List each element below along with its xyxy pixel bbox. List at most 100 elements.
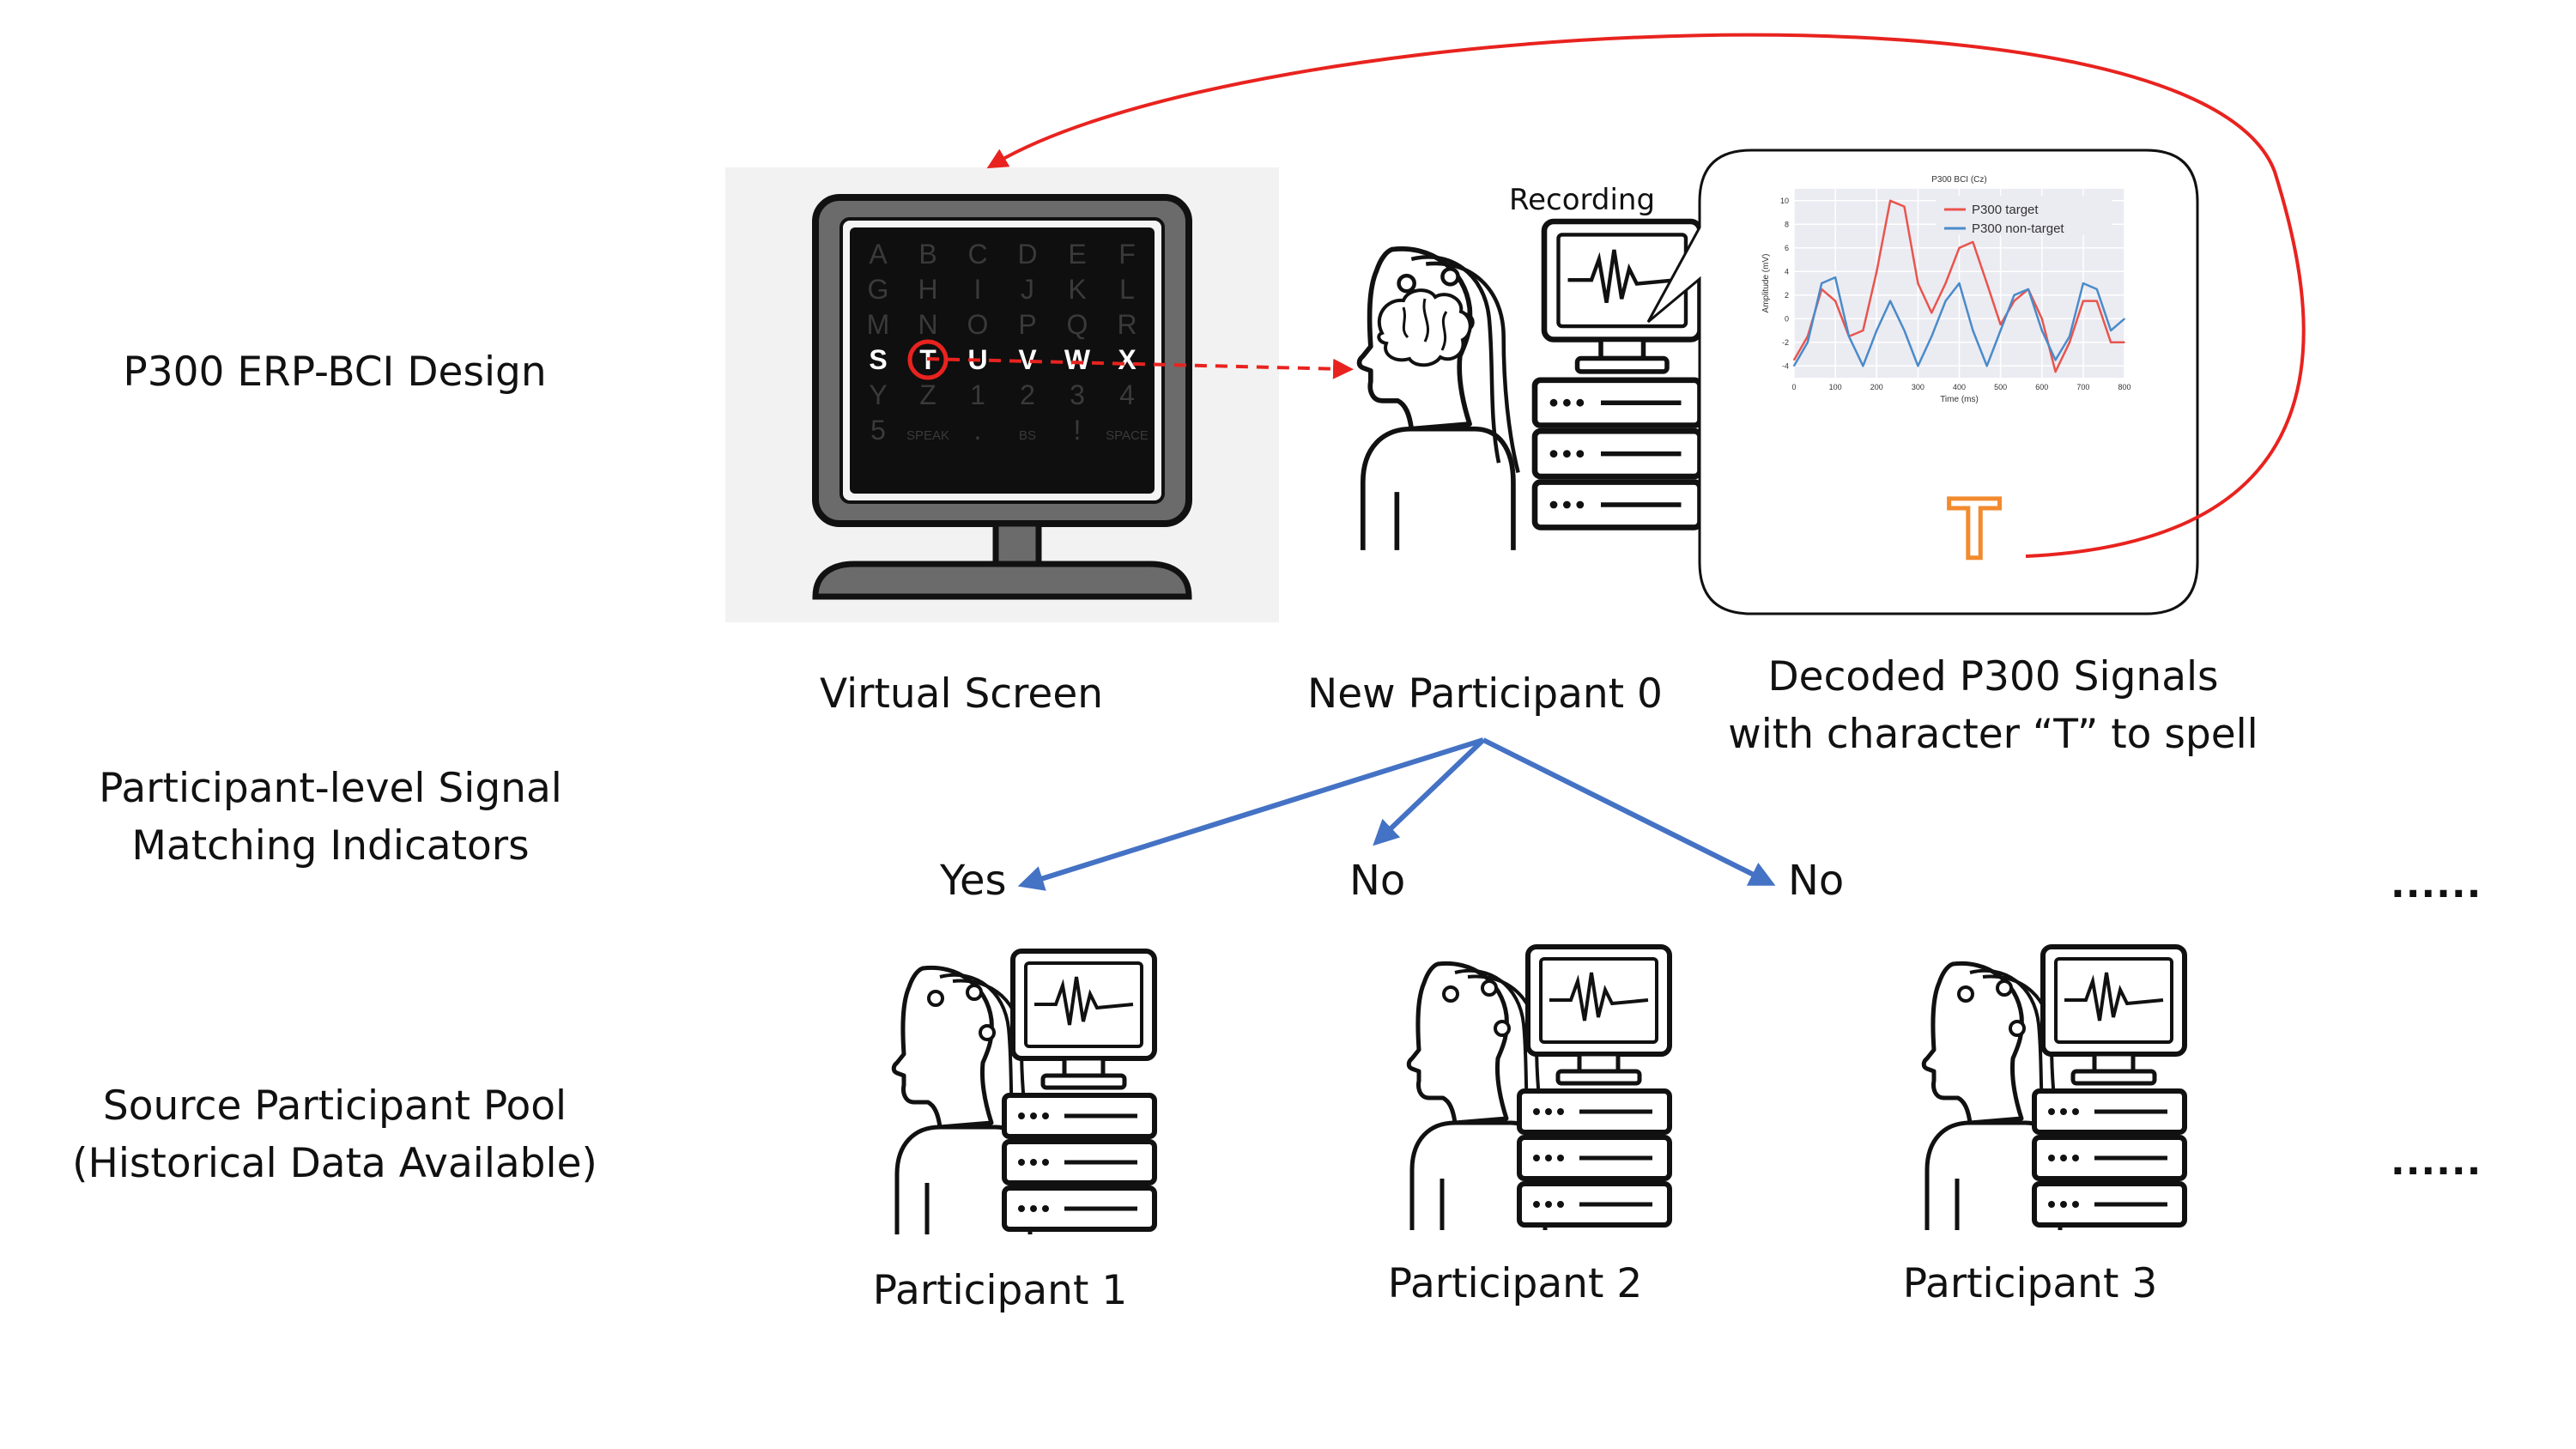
chart-point xyxy=(1930,312,1933,314)
participant-2-icon xyxy=(1361,947,1687,1256)
chart-xtick-label: 400 xyxy=(1953,383,1966,391)
speller-cell: BS xyxy=(1019,428,1036,443)
chart-xtick-label: 800 xyxy=(2118,383,2131,391)
speller-cell: O xyxy=(967,309,989,340)
chart-xtick-label: 0 xyxy=(1791,383,1796,391)
speller-cell: C xyxy=(967,239,987,270)
chart-point xyxy=(1876,330,1878,331)
chart-point xyxy=(1944,300,1947,302)
chart-ylabel: Amplitude (mV) xyxy=(1761,254,1771,313)
chart-point xyxy=(2082,282,2084,284)
gaze-link-arrow xyxy=(926,357,1354,379)
chart-point xyxy=(1958,282,1961,284)
chart-ytick-label: 10 xyxy=(1780,197,1789,205)
indicator-1: Yes xyxy=(940,857,1007,905)
chart-xlabel: Time (ms) xyxy=(1940,395,1979,404)
chart-point xyxy=(2013,294,2015,296)
monitor-stand xyxy=(812,561,1192,600)
speller-display xyxy=(850,227,1155,494)
speller-cell: . xyxy=(974,415,982,446)
chart-point xyxy=(1972,241,1974,243)
speller-cell: M xyxy=(867,309,890,340)
chart-point xyxy=(1807,341,1809,343)
chart-point xyxy=(2040,330,2043,331)
chart-ytick-label: 8 xyxy=(1785,220,1789,228)
indicator-2: No xyxy=(1349,857,1406,905)
spelled-char: T xyxy=(1948,481,2000,577)
speller-cell: G xyxy=(868,274,889,305)
chart-point xyxy=(2069,341,2070,343)
speller-cell: Y xyxy=(869,379,887,410)
speller-cell: D xyxy=(1017,239,1037,270)
participant-1-icon xyxy=(846,951,1172,1260)
speller-cell: F xyxy=(1118,239,1136,270)
speller-cell: N xyxy=(918,309,937,340)
row-label-pool: Source Participant Pool (Historical Data… xyxy=(72,1077,597,1192)
chart-point xyxy=(1917,365,1919,367)
brain-icon xyxy=(1377,288,1472,367)
chart-ytick-label: 0 xyxy=(1785,314,1789,323)
match-arrow-1 xyxy=(1017,737,1484,891)
chart-point xyxy=(1834,300,1836,302)
chart-point xyxy=(2095,300,2098,302)
chart-point xyxy=(2082,300,2084,302)
chart-xtick-label: 600 xyxy=(2035,383,2048,391)
chart-point xyxy=(2110,341,2112,343)
row-label-design: P300 ERP-BCI Design xyxy=(123,349,547,396)
chart-point xyxy=(1876,270,1878,273)
chart-point xyxy=(1848,336,1850,337)
selected-char-ring xyxy=(907,339,949,380)
chart-legend-label: P300 target xyxy=(1972,203,2039,217)
chart-point xyxy=(1862,365,1864,367)
match-arrow-2 xyxy=(1373,737,1486,846)
chart-ytick-label: -4 xyxy=(1782,361,1789,370)
indicator-3: No xyxy=(1788,857,1845,905)
chart-point xyxy=(1985,282,1988,284)
chart-ytick-label: 2 xyxy=(1785,291,1789,300)
chart-point xyxy=(1999,324,2002,325)
chart-point xyxy=(2124,318,2125,320)
speller-cell: I xyxy=(974,274,982,305)
chart-point xyxy=(1999,330,2002,331)
chart-point xyxy=(1958,246,1961,249)
speller-cell: 4 xyxy=(1119,379,1135,410)
chart-point xyxy=(2027,288,2029,290)
speller-cell: B xyxy=(918,239,936,270)
speller-cell: 1 xyxy=(970,379,985,410)
speller-cell: J xyxy=(1021,274,1034,305)
row-label-pool-line-2: (Historical Data Available) xyxy=(72,1140,597,1187)
chart-point xyxy=(2095,288,2098,290)
chart-xtick-label: 100 xyxy=(1829,383,1842,391)
chart-xtick-label: 500 xyxy=(1994,383,2007,391)
speller-cell: K xyxy=(1068,274,1086,305)
speller-cell: E xyxy=(1068,239,1086,270)
row-label-pool-line-1: Source Participant Pool xyxy=(102,1082,567,1130)
speller-cell: W xyxy=(1064,344,1091,375)
speller-cell: 5 xyxy=(870,415,886,446)
speller-cell: V xyxy=(1018,344,1037,375)
row-label-matching-line-2: Matching Indicators xyxy=(131,822,530,870)
chart-title: P300 BCI (Cz) xyxy=(1931,175,1986,185)
chart-point xyxy=(2110,330,2112,331)
speller-cell: ! xyxy=(1074,415,1082,446)
chart-point xyxy=(2124,341,2125,343)
new-participant-icon xyxy=(1305,230,1682,591)
chart-point xyxy=(1862,330,1864,331)
recording-label: Recording xyxy=(1509,183,1656,217)
chart-point xyxy=(2054,371,2057,373)
speller-cell: X xyxy=(1118,344,1136,375)
decoded-caption-line-1: Decoded P300 Signals xyxy=(1767,653,2219,700)
decoded-caption: Decoded P300 Signals with character “T” … xyxy=(1728,648,2258,763)
monitor-neck xyxy=(992,520,1042,570)
chart-point xyxy=(1917,282,1919,284)
chart-ytick-label: 6 xyxy=(1785,244,1789,252)
row-label-matching-line-1: Participant-level Signal xyxy=(99,765,562,812)
decoded-caption-line-2: with character “T” to spell xyxy=(1728,711,2258,758)
participants-ellipsis: ...... xyxy=(2391,1140,2482,1184)
chart-point xyxy=(1985,365,1988,367)
match-arrow-3 xyxy=(1482,737,1776,886)
participant-3-icon xyxy=(1876,947,2202,1256)
